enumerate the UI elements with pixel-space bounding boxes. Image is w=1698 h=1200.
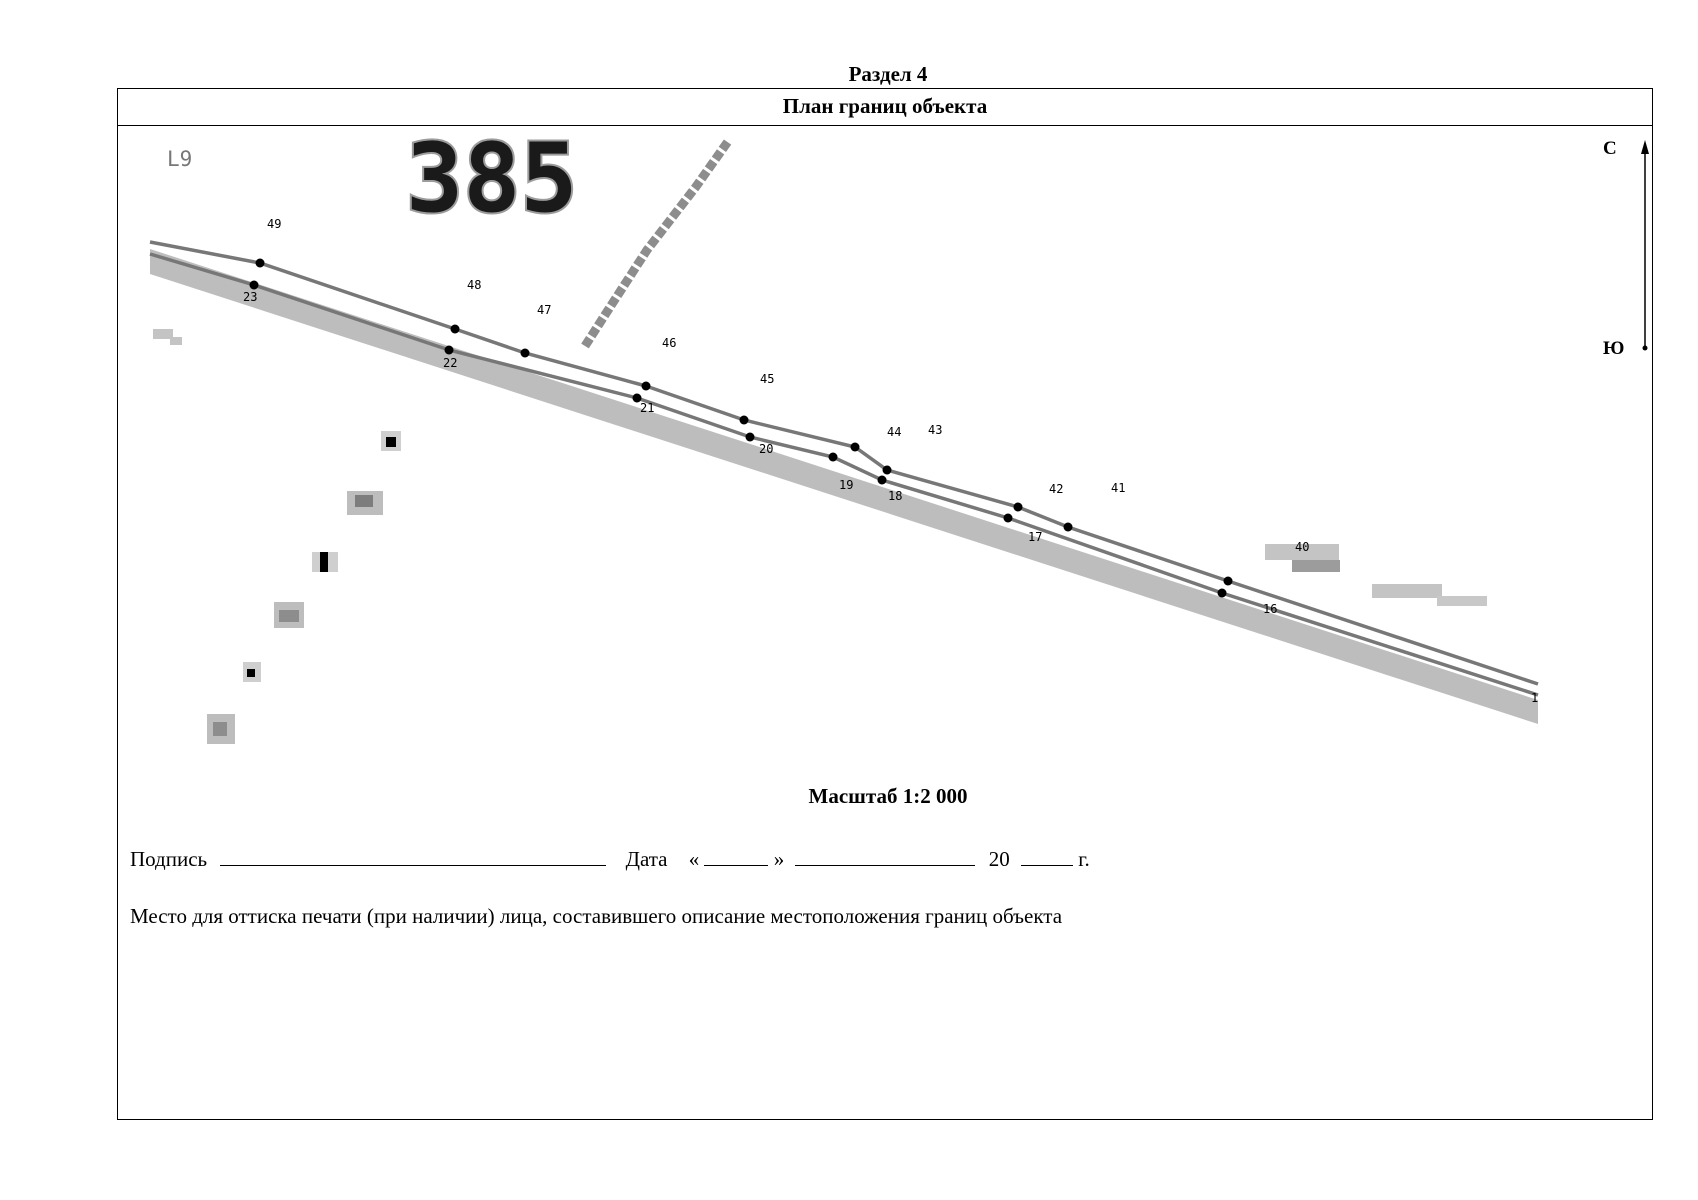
north-arrow-icon bbox=[1641, 140, 1649, 154]
point-49 bbox=[255, 258, 265, 268]
label-17: 17 bbox=[1028, 530, 1042, 544]
point-16 bbox=[1217, 588, 1227, 598]
label-40: 40 bbox=[1295, 540, 1309, 554]
label-23: 23 bbox=[243, 290, 257, 304]
frame-header-title: План границ объекта bbox=[118, 89, 1652, 126]
parcel-number: 385 bbox=[406, 124, 578, 234]
point-20 bbox=[745, 432, 755, 442]
point-17 bbox=[1003, 513, 1013, 523]
point-18 bbox=[877, 475, 887, 485]
seal-placeholder-text: Место для оттиска печати (при наличии) л… bbox=[130, 904, 1063, 928]
section-title: Раздел 4 bbox=[848, 62, 928, 86]
point-labels: 49 48 47 46 45 44 43 42 41 40 23 22 21 2… bbox=[243, 217, 1538, 705]
point-22 bbox=[444, 345, 454, 355]
signature-field[interactable] bbox=[220, 845, 607, 866]
date-year-field[interactable] bbox=[1020, 845, 1073, 866]
date-year-suffix: г. bbox=[1078, 847, 1090, 871]
boundary-line-north bbox=[149, 240, 1539, 686]
label-18: 18 bbox=[888, 489, 902, 503]
label-45: 45 bbox=[760, 372, 774, 386]
label-21: 21 bbox=[640, 401, 654, 415]
label-42: 42 bbox=[1049, 482, 1063, 496]
point-42 bbox=[1013, 502, 1023, 512]
signature-label: Подпись bbox=[130, 847, 208, 871]
label-46: 46 bbox=[662, 336, 676, 350]
boundary-line-south bbox=[149, 252, 1539, 697]
point-48 bbox=[450, 324, 460, 334]
label-47: 47 bbox=[537, 303, 551, 317]
label-20: 20 bbox=[759, 442, 773, 456]
date-day-field[interactable] bbox=[704, 845, 769, 866]
boundary-points bbox=[249, 258, 1233, 598]
compass-north-label: С bbox=[1603, 138, 1617, 159]
compass-south-label: Ю bbox=[1603, 338, 1624, 359]
label-43: 43 bbox=[928, 423, 942, 437]
label-48: 48 bbox=[467, 278, 481, 292]
point-46 bbox=[641, 381, 651, 391]
label-41: 41 bbox=[1111, 481, 1125, 495]
signature-row: Подпись Дата « » 20 г. bbox=[130, 845, 1090, 872]
date-label: Дата bbox=[625, 847, 668, 871]
point-21 bbox=[632, 393, 642, 403]
map-frame: План границ объекта bbox=[117, 88, 1653, 1120]
background-raster bbox=[150, 249, 1538, 724]
date-quote-close: » bbox=[773, 847, 785, 871]
raster-blobs bbox=[207, 431, 401, 744]
label-22: 22 bbox=[443, 356, 457, 370]
label-44: 44 bbox=[887, 425, 901, 439]
point-43 bbox=[882, 465, 892, 475]
point-19 bbox=[828, 452, 838, 462]
point-41 bbox=[1063, 522, 1073, 532]
label-19: 19 bbox=[839, 478, 853, 492]
label-1: 1 bbox=[1531, 691, 1538, 705]
boundary-plan-map: 49 48 47 46 45 44 43 42 41 40 23 22 21 2… bbox=[149, 124, 1649, 744]
point-47 bbox=[520, 348, 530, 358]
point-23 bbox=[249, 280, 259, 290]
compass: С Ю bbox=[1603, 138, 1649, 359]
point-45 bbox=[739, 415, 749, 425]
label-16: 16 bbox=[1263, 602, 1277, 616]
date-century: 20 bbox=[988, 847, 1010, 871]
sheet-label: L9 bbox=[167, 147, 192, 171]
map-scale: Масштаб 1:2 000 bbox=[808, 784, 968, 808]
point-40 bbox=[1223, 576, 1233, 586]
raster-feature-line bbox=[581, 137, 733, 349]
boundary-lines bbox=[149, 240, 1539, 697]
date-month-field[interactable] bbox=[795, 845, 976, 866]
label-49: 49 bbox=[267, 217, 281, 231]
point-44 bbox=[850, 442, 860, 452]
date-quote-open: « bbox=[688, 847, 700, 871]
